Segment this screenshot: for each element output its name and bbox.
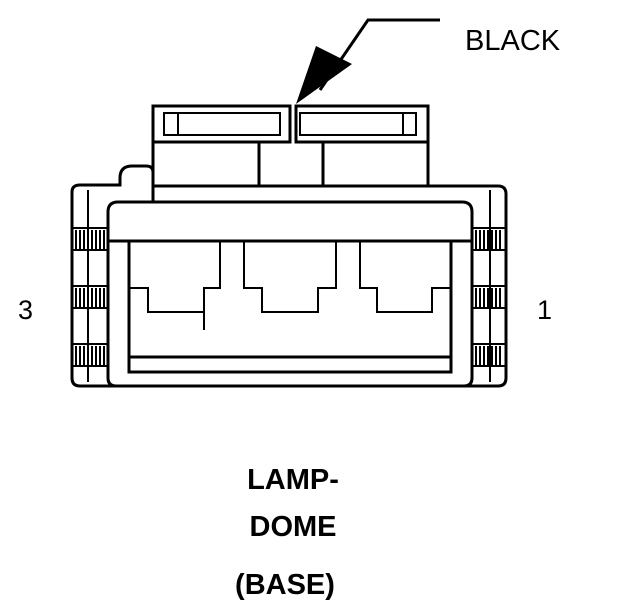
callout-label: BLACK — [465, 25, 561, 57]
rib-hatching — [75, 230, 501, 365]
latch-left — [151, 104, 292, 144]
connector-body — [70, 104, 508, 388]
latch-right — [294, 104, 430, 144]
pin-label-right: 1 — [537, 295, 552, 325]
caption-line-1: LAMP- — [247, 464, 339, 496]
ribs-right — [471, 227, 507, 367]
ribs-left — [71, 227, 109, 367]
terminal-cavity-center — [243, 241, 337, 313]
latch-stem — [151, 142, 430, 202]
terminal-cavity-left — [129, 241, 221, 313]
terminal-cavity-right — [359, 241, 451, 313]
inner-housing — [106, 200, 474, 388]
callout-leader — [296, 18, 440, 104]
caption-line-3: (BASE) — [235, 569, 335, 600]
callout-arrowhead — [296, 46, 352, 104]
pin-label-left: 3 — [18, 295, 33, 325]
housing-outline — [70, 164, 508, 388]
caption-line-2: DOME — [250, 511, 337, 543]
